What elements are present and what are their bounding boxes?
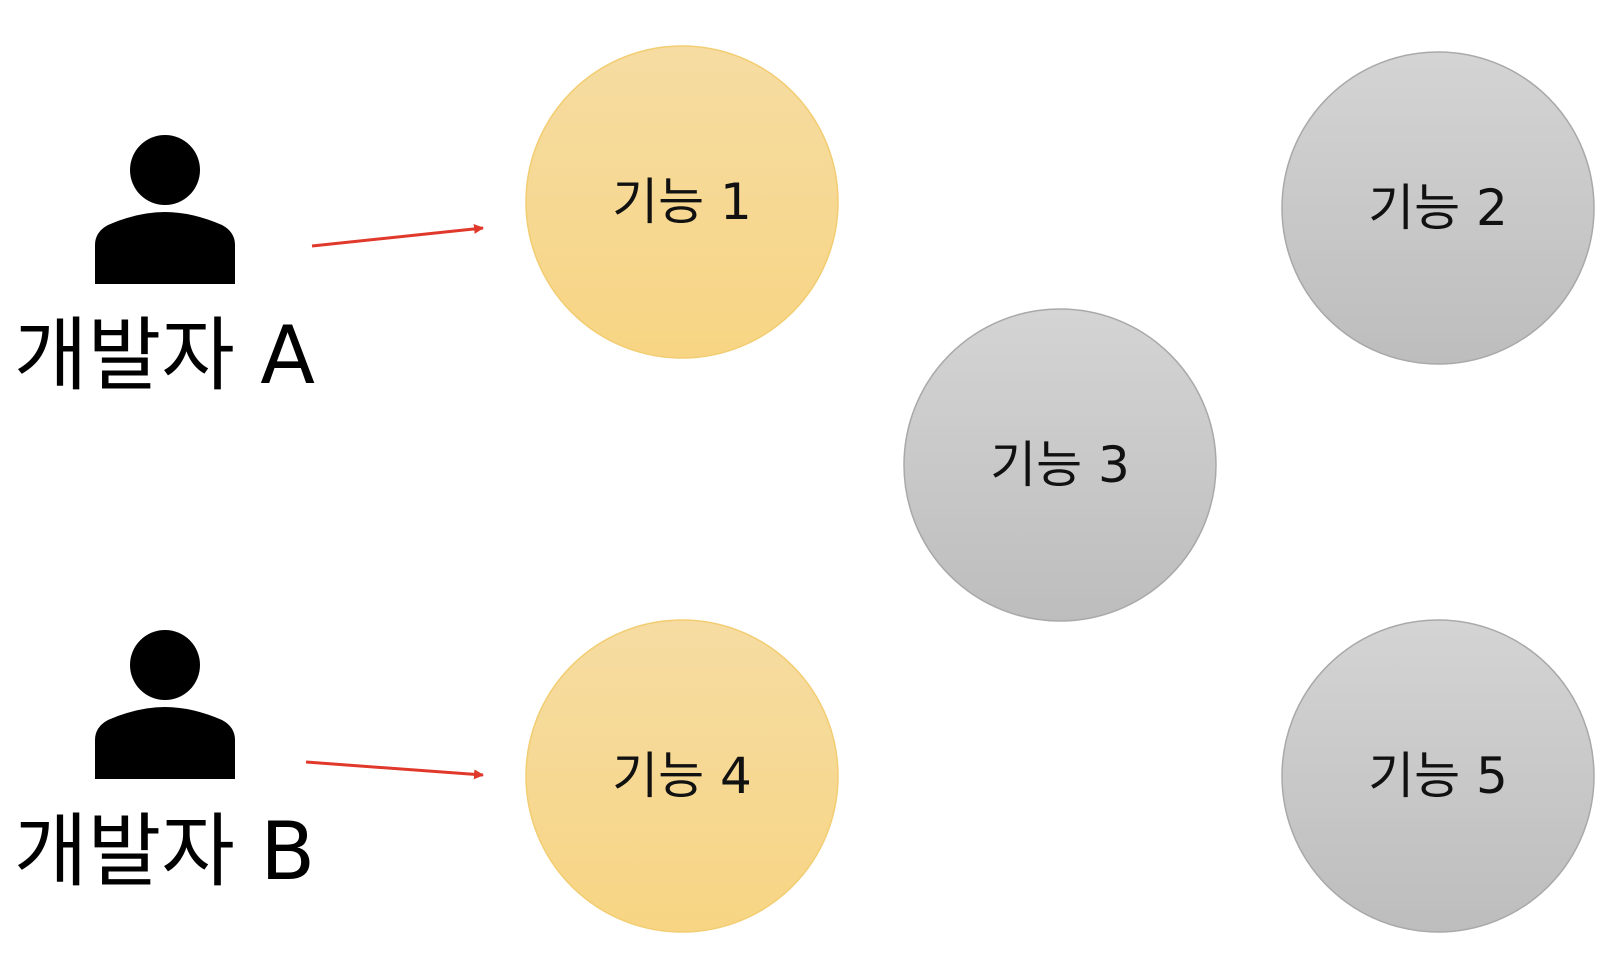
- developer-b: 개발자 B: [14, 630, 315, 898]
- feature-2-label: 기능 2: [1368, 179, 1508, 237]
- feature-5-node: 기능 5: [1281, 619, 1595, 933]
- person-icon: [95, 630, 235, 779]
- developer-b-label: 개발자 B: [14, 805, 315, 898]
- feature-3-node: 기능 3: [903, 308, 1217, 622]
- developer-a-label: 개발자 A: [14, 309, 315, 402]
- feature-4-label: 기능 4: [612, 747, 752, 805]
- assignment-arrow-a: [311, 223, 484, 248]
- developer-a: 개발자 A: [14, 135, 315, 402]
- feature-1-node: 기능 1: [525, 45, 839, 359]
- feature-1-label: 기능 1: [612, 173, 752, 231]
- feature-5-label: 기능 5: [1368, 747, 1508, 805]
- person-icon: [95, 135, 235, 284]
- feature-4-node: 기능 4: [525, 619, 839, 933]
- feature-2-node: 기능 2: [1281, 51, 1595, 365]
- assignment-arrow-b: [305, 760, 484, 780]
- feature-3-label: 기능 3: [990, 436, 1130, 494]
